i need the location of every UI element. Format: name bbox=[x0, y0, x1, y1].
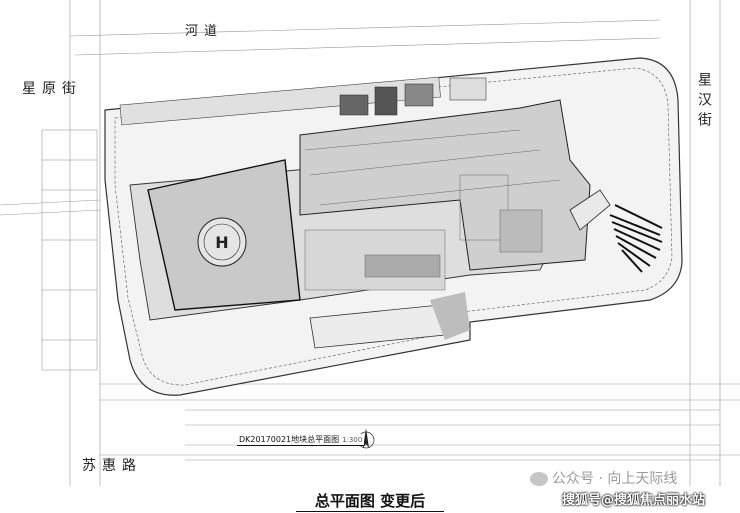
north-strip bbox=[119, 76, 487, 126]
street-label-north: 河道 bbox=[185, 24, 224, 39]
helipad bbox=[197, 217, 247, 267]
caption-underline bbox=[296, 511, 444, 512]
site-plan-drawing: H bbox=[0, 0, 740, 486]
caption-text: 总平面图 变更后 bbox=[314, 492, 426, 510]
street-label-south: 苏惠路 bbox=[82, 458, 142, 474]
caption-bar: 总平面图 变更后 bbox=[0, 486, 740, 513]
wechat-watermark: 公众号 · 向上天际线 bbox=[530, 468, 677, 488]
site-boundary-inner bbox=[114, 67, 673, 386]
courtyard-lines bbox=[304, 129, 561, 291]
street-label-east: 星汉街 bbox=[696, 72, 712, 132]
sohu-watermark: 搜狐号@搜狐焦点丽水站 bbox=[562, 493, 706, 508]
west-parking bbox=[41, 129, 98, 371]
plan-scale: 1:300 bbox=[342, 436, 363, 444]
wechat-logo-icon bbox=[530, 472, 548, 486]
entry-plaza bbox=[430, 292, 470, 340]
tower-east-curved bbox=[569, 189, 663, 273]
svg-text:H: H bbox=[215, 233, 228, 252]
street-label-west: 星原街 bbox=[22, 81, 82, 97]
plan-title-text: DK20170021地块总平面图 bbox=[239, 435, 340, 444]
wechat-watermark-text: 公众号 · 向上天际线 bbox=[552, 471, 678, 487]
